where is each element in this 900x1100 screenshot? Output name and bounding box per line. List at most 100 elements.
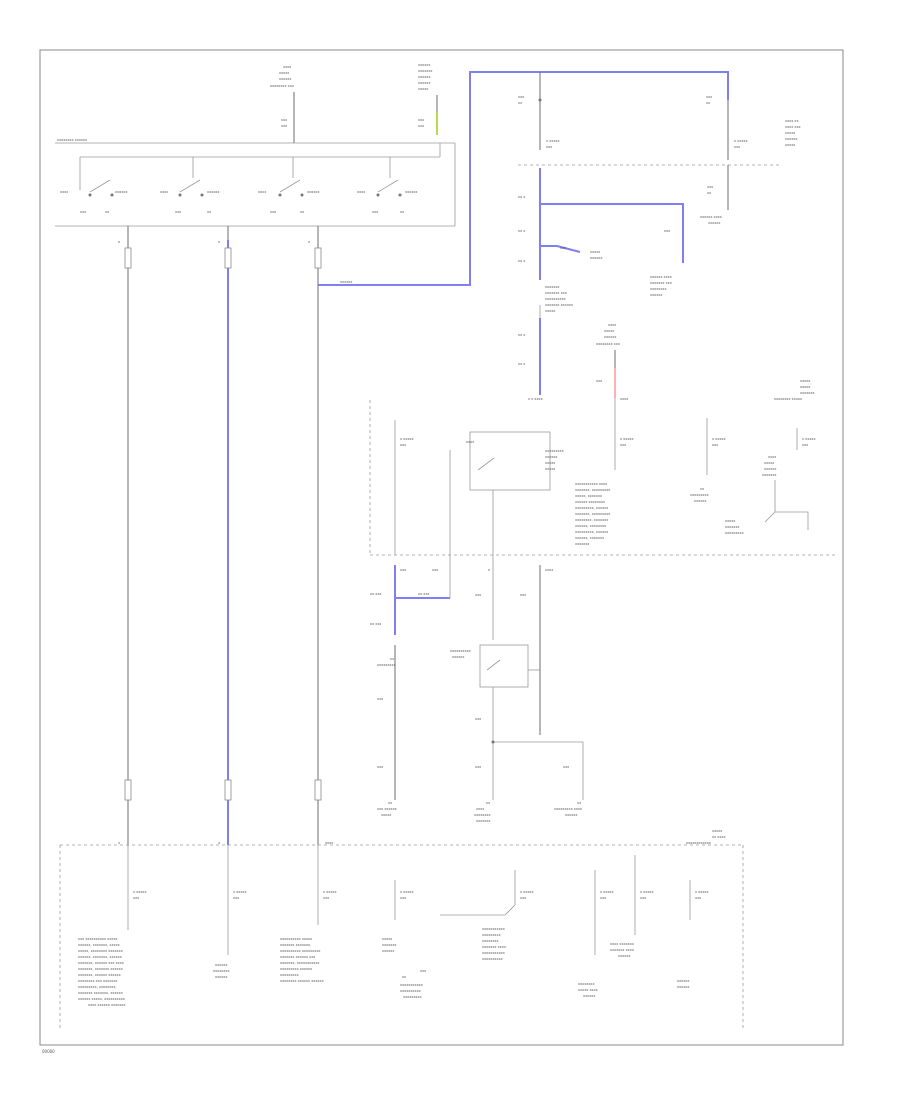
svg-text:xxxxxx: xxxxxx [545, 455, 557, 459]
svg-text:xxxxxxxx: xxxxxxxx [474, 813, 491, 817]
svg-text:xxxxxx: xxxxxx [215, 975, 227, 979]
svg-text:xxxx: xxxx [768, 455, 776, 459]
svg-text:xxxxxxxxxxx: xxxxxxxxxxx [400, 983, 423, 987]
svg-text:xxxx: xxxx [476, 807, 484, 811]
svg-text:xxx: xxx [600, 896, 606, 900]
bottom-module-box: xxxxx xx xxxx xxxxxxxxxxxx x xxxxx xxx x… [59, 829, 744, 1030]
svg-text:xxxx: xxxx [325, 841, 333, 845]
svg-text:x xxxxx: x xxxxx [600, 890, 614, 894]
svg-text:xxx: xxx [418, 124, 424, 128]
svg-text:xxxx: xxxx [258, 190, 266, 194]
svg-text:xxxxxx xxxx: xxxxxx xxxx [650, 275, 672, 279]
svg-text:xxxxxxxx xxxxxx: xxxxxxxx xxxxxx [57, 138, 87, 142]
svg-text:x: x [218, 240, 220, 244]
svg-text:xxxxxx: xxxxxx [583, 994, 595, 998]
svg-text:x xxxxx: x xxxxx [620, 437, 634, 441]
svg-text:xxx: xxx [596, 379, 602, 383]
svg-text:xxxxxxxx xxx: xxxxxxxx xxx [270, 84, 294, 88]
svg-text:xx: xx [577, 801, 581, 805]
svg-text:xxx: xxx [281, 118, 287, 122]
svg-text:xxx: xxx [418, 118, 424, 122]
fuse-relay-box: xxx xx x xxxxx xxx xxx xx x xxxxx xxx xx… [518, 72, 801, 166]
svg-text:xxxxxx xxxxxxxx: xxxxxx xxxxxxxx [575, 500, 605, 504]
svg-text:xxxx: xxxx [357, 190, 365, 194]
svg-text:xx: xx [700, 487, 704, 491]
svg-text:xxxxxxxxxxx: xxxxxxxxxxx [482, 927, 505, 931]
svg-text:xxxx: xxxx [283, 65, 291, 69]
svg-text:xxxxxxxxx, xxxxxx: xxxxxxxxx, xxxxxx [575, 530, 608, 534]
svg-text:xxxxxxx: xxxxxxx [575, 542, 590, 546]
svg-text:xxx: xxx [734, 145, 740, 149]
svg-text:xxx: xxx [640, 896, 646, 900]
svg-text:xxxxxx: xxxxxx [618, 954, 630, 958]
svg-text:xxxxxxx xxxxxxx,: xxxxxxx xxxxxxx, [280, 943, 311, 947]
svg-text:x xxxxx: x xxxxx [695, 890, 709, 894]
svg-text:xxxxxxxxx: xxxxxxxxx [403, 995, 422, 999]
svg-text:xxxxxxxxx, xxxxxxxx,: xxxxxxxxx, xxxxxxxx, [78, 985, 117, 989]
svg-text:xxxxxx: xxxxxx [677, 979, 689, 983]
svg-text:xxx: xxx [664, 229, 670, 233]
svg-text:xxxxx: xxxxx [785, 143, 795, 147]
svg-text:xxxxxxxxx: xxxxxxxxx [725, 531, 744, 535]
svg-text:x x xxxx: x x xxxx [528, 397, 543, 401]
svg-text:xxxxxxx, xxxxxx xxx xxxx: xxxxxxx, xxxxxx xxx xxxx [78, 961, 124, 965]
red-feed-source: xxxx xxxxx xxxxxx xxxxxxxx xxx xxx xxxx [596, 323, 628, 401]
svg-text:xxxxx, xxxxxxxx xxxxxxx: xxxxx, xxxxxxxx xxxxxxx [78, 949, 123, 953]
ignition-feed-yellow: xxxxxx xxxxxxx xxxxxx xxxxxx xxxxx xxx x… [418, 63, 438, 135]
svg-text:xxxxxxxxxx xxxxxxxxx: xxxxxxxxxx xxxxxxxxx [280, 949, 320, 953]
svg-text:x xxxxx: x xxxxx [802, 437, 816, 441]
svg-text:xxxxxx, xxxxxxxx: xxxxxx, xxxxxxxx [575, 524, 606, 528]
svg-text:xxxxxxx: xxxxxxx [476, 819, 491, 823]
svg-text:xxxxxxxxx: xxxxxxxxx [690, 493, 709, 497]
svg-text:xxxxxxx xxxxxxx, xxxxxx: xxxxxxx xxxxxxx, xxxxxx [78, 991, 123, 995]
svg-text:xxxxxxx xxxxxx xxx: xxxxxxx xxxxxx xxx [280, 955, 315, 959]
svg-text:x: x [308, 240, 310, 244]
svg-text:xxxx: xxxx [545, 568, 553, 572]
svg-text:xxxxxx: xxxxxx [604, 335, 616, 339]
svg-text:xxxxxx: xxxxxx [418, 81, 430, 85]
svg-text:xxxxx: xxxxx [381, 813, 391, 817]
svg-text:xxxxxx, xxxxxxx: xxxxxx, xxxxxxx [575, 536, 604, 540]
svg-text:xxx: xxx [695, 896, 701, 900]
svg-text:xxxxxx: xxxxxx [694, 499, 706, 503]
svg-text:xxxxxxxxxxx xxxx: xxxxxxxxxxx xxxx [575, 482, 607, 486]
switch-contact-4: xxxx xxxxxx xxx xx [357, 157, 417, 214]
svg-text:xxx: xxx [706, 95, 712, 99]
svg-text:xxxxxxx: xxxxxxx [545, 285, 560, 289]
svg-text:xxxxxx xxxxx, xxxxxxxxxx: xxxxxx xxxxx, xxxxxxxxxx [78, 997, 125, 1001]
svg-text:xx: xx [518, 101, 522, 105]
svg-text:xx: xx [300, 210, 304, 214]
svg-text:xxx: xxx [802, 443, 808, 447]
svg-text:xxxx xx: xxxx xx [785, 119, 799, 123]
svg-text:xxxx: xxxx [466, 440, 474, 444]
svg-text:xxxxxxxx xxxxxx xxxxxx: xxxxxxxx xxxxxx xxxxxx [280, 979, 324, 983]
switch-contact-3: xxxx xxxxxx xxx xx [258, 157, 319, 214]
svg-text:xxxx: xxxx [620, 397, 628, 401]
svg-text:xxxxxxxxxx: xxxxxxxxxx [482, 957, 503, 961]
svg-text:x xxxxx: x xxxxx [323, 890, 337, 894]
svg-text:xxx: xxx [233, 896, 239, 900]
svg-text:xx: xx [706, 101, 710, 105]
svg-text:xxxx xxx: xxxx xxx [785, 125, 801, 129]
svg-text:xxxxxx: xxxxxx [279, 77, 291, 81]
svg-text:xxx: xxx [712, 443, 718, 447]
svg-text:xxxxxx: xxxxxx [418, 75, 430, 79]
svg-text:xxxxxx: xxxxxx [764, 467, 776, 471]
center-vertical-blue-wire: x x [218, 226, 232, 845]
svg-text:xx: xx [207, 210, 211, 214]
svg-text:xxxxxxx xxxx: xxxxxxx xxxx [610, 948, 634, 952]
svg-text:xxxxx: xxxxx [418, 87, 428, 91]
svg-text:xx xxxx: xx xxxx [712, 835, 726, 839]
lower-middle-wiring: xxx xxx xx xxx xx xxx xx xxx xx xxxxxxxx… [370, 555, 584, 823]
svg-text:xxxxxxxx: xxxxxxxx [213, 969, 230, 973]
svg-text:xxx: xxx [175, 210, 181, 214]
diagram-id: 00000 [42, 1049, 55, 1054]
svg-text:xxx: xxx [707, 185, 713, 189]
svg-text:xxxxxxx, xxxxxxxxx: xxxxxxx, xxxxxxxxx [575, 512, 610, 516]
svg-text:x: x [118, 240, 120, 244]
svg-text:xx: xx [486, 801, 490, 805]
svg-text:xx xxx: xx xxx [370, 592, 381, 596]
svg-text:xxx: xxx [400, 896, 406, 900]
svg-text:xxxxx: xxxxx [785, 131, 795, 135]
svg-text:xxxxxxx, xxxxxx xxxxxx: xxxxxxx, xxxxxx xxxxxx [78, 973, 121, 977]
